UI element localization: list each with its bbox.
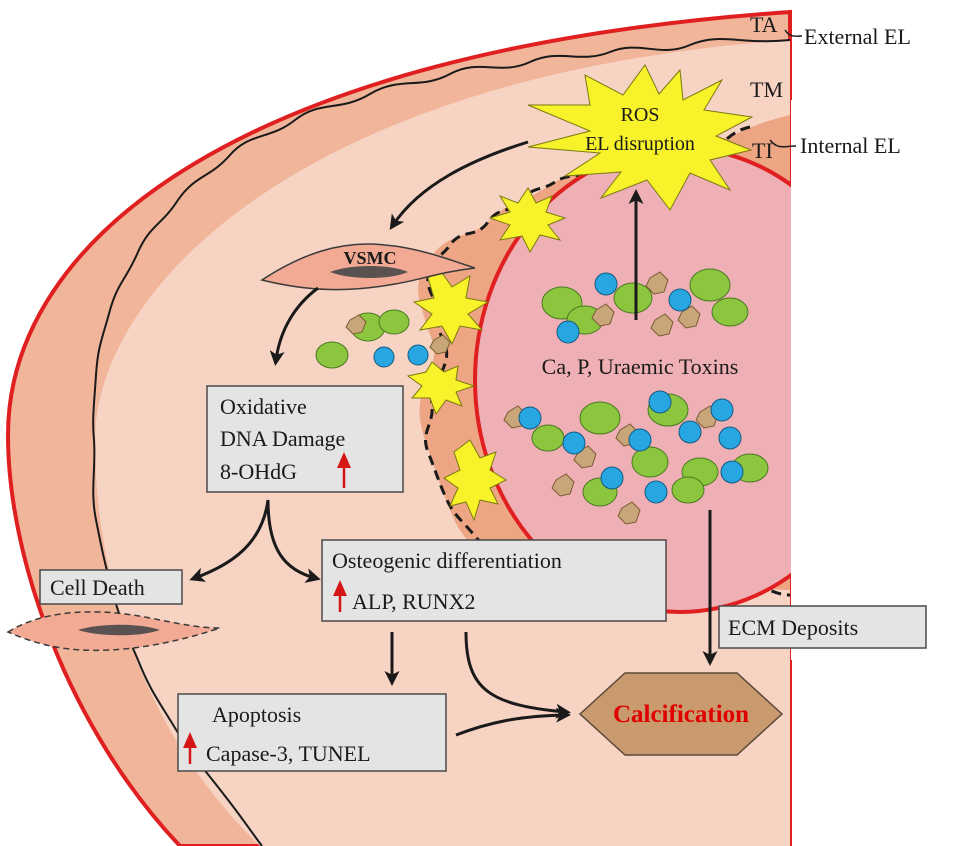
ros-burst-small <box>488 187 567 254</box>
arrow-apoptosis-to-calcification <box>455 707 571 737</box>
vsmc-nucleus <box>330 266 408 278</box>
arrow-burst-to-vsmc <box>389 140 529 230</box>
calcium-particle <box>579 401 621 435</box>
tm-label: TM <box>750 77 783 102</box>
ecm-deposits-box <box>718 605 927 649</box>
toxin-particle <box>591 303 615 327</box>
toxin-particle <box>650 313 674 337</box>
flow-arrows <box>189 140 718 737</box>
up-arrow-icon <box>333 580 347 612</box>
up-arrow-icon <box>337 452 351 488</box>
el-disruption-label: EL disruption <box>585 133 695 155</box>
internal-el-leader <box>769 139 797 148</box>
external-elastic-lamina <box>92 38 791 846</box>
ecm-deposits-label: ECM Deposits <box>728 615 858 640</box>
phosphate-particles <box>518 272 744 504</box>
vsmc-label: VSMC <box>344 248 397 268</box>
oxidative-line3: 8-OHdG <box>220 459 297 484</box>
phosphate-particle <box>600 466 624 490</box>
phosphate-particle <box>678 420 702 444</box>
calcium-particle <box>689 268 731 302</box>
apoptosis-line1: Apoptosis <box>212 702 301 727</box>
internal-el-label: Internal EL <box>800 133 901 158</box>
phosphate-particle <box>594 272 618 296</box>
arrow-vsmc-to-oxidative <box>269 286 319 366</box>
apoptosis-line2: Capase-3, TUNEL <box>206 741 371 766</box>
phosphate-particle <box>668 288 692 312</box>
lumen-clip <box>791 100 957 660</box>
ti-label: TI <box>752 138 773 163</box>
ros-label: ROS <box>621 104 660 126</box>
apoptosis-box <box>177 693 447 772</box>
phosphate-particle <box>556 320 580 344</box>
calcium-particles <box>531 268 769 507</box>
calcium-particle <box>631 446 669 478</box>
osteogenic-line2: ALP, RUNX2 <box>352 589 475 614</box>
osteogenic-line1: Osteogenic differentiation <box>332 548 562 573</box>
calcium-particle <box>671 476 705 504</box>
oxidative-dna-damage-box <box>206 385 404 493</box>
toxin-particle <box>617 501 641 525</box>
external-el-leader <box>784 29 803 37</box>
oxidative-line1: Oxidative <box>220 394 307 419</box>
arrow-osteogenic-to-calcification <box>464 631 571 719</box>
phosphate-particle <box>644 480 668 504</box>
dying-cell-nucleus <box>78 624 160 636</box>
lumen-label: Ca, P, Uraemic Toxins <box>542 354 739 379</box>
toxin-particle <box>645 271 669 295</box>
up-arrow-icon <box>183 732 197 764</box>
wall-particles <box>315 309 451 369</box>
phosphate-particle <box>710 398 734 422</box>
phosphate-particle <box>720 460 744 484</box>
cell-death-box <box>39 569 183 605</box>
external-el-label: External EL <box>804 24 911 49</box>
phosphate-particle <box>628 428 652 452</box>
phosphate-particle <box>718 426 742 450</box>
calcium-particle <box>531 424 565 452</box>
oxidative-line2: DNA Damage <box>220 426 345 451</box>
phosphate-particle <box>562 431 586 455</box>
arrow-oxidative-to-celldeath <box>189 499 270 582</box>
ta-label: TA <box>750 12 778 37</box>
osteogenic-differentiation-box <box>321 539 667 622</box>
calcium-particle <box>711 297 749 327</box>
toxin-particle <box>551 473 575 497</box>
toxin-particle <box>677 305 701 329</box>
phosphate-particle <box>518 406 542 430</box>
calcium-particle <box>613 282 653 314</box>
arrow-oxidative-to-osteogenic <box>266 499 321 583</box>
phosphate-particle <box>648 390 672 414</box>
cell-death-label: Cell Death <box>50 575 145 600</box>
ros-burst <box>527 64 754 211</box>
calcification-hexagon <box>578 672 784 756</box>
ros-burst-small <box>443 439 508 522</box>
ros-burst-small <box>406 361 476 416</box>
calcification-label: Calcification <box>613 701 749 728</box>
ros-burst-small <box>412 269 490 346</box>
toxin-particles <box>503 271 719 525</box>
